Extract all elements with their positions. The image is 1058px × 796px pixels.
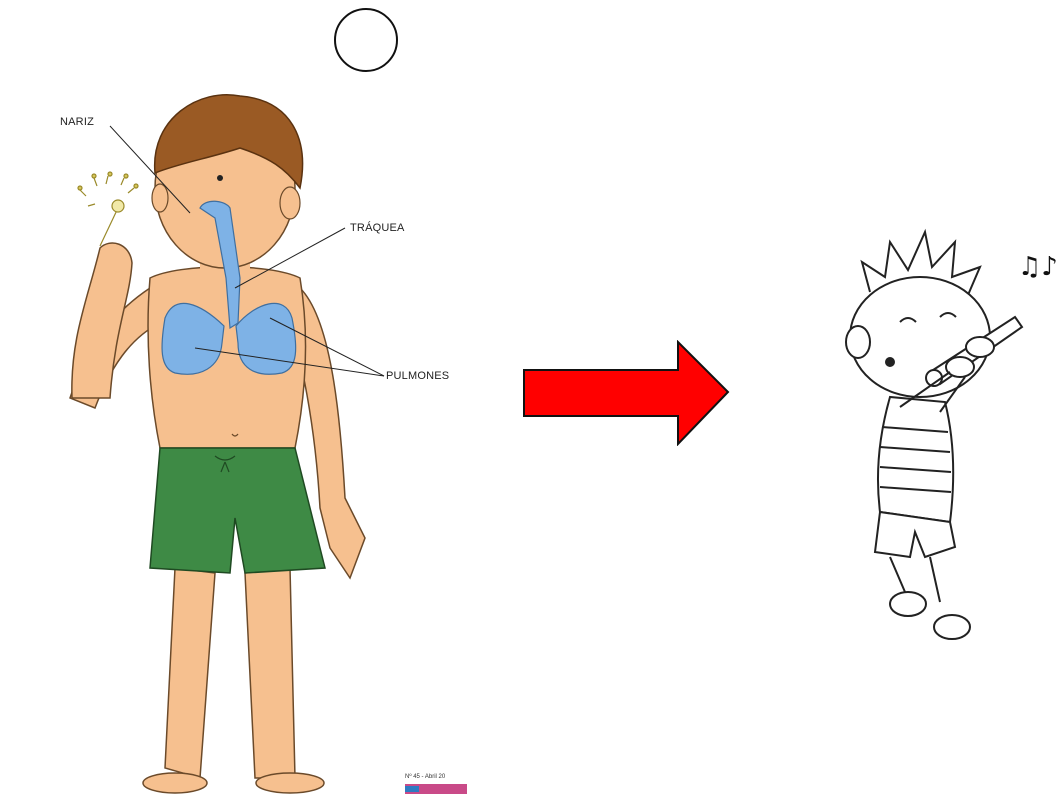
label-lungs: PULMONES — [386, 370, 449, 382]
right-arrow-icon — [520, 340, 732, 446]
boy-playing-flute-illustration: ♫♪ — [830, 222, 1058, 652]
boy-anatomy-drawing — [0, 78, 480, 796]
music-notes-icon: ♫♪ — [1018, 252, 1058, 282]
label-nose: NARIZ — [60, 116, 94, 128]
dandelion-icon — [78, 172, 138, 246]
empty-circle-shape — [334, 8, 398, 72]
respiratory-system-illustration: NARIZ TRÁQUEA PULMONES Nº 45 - Abril 20 — [0, 78, 480, 796]
green-shorts — [150, 448, 325, 573]
label-trachea: TRÁQUEA — [350, 222, 405, 234]
publication-stamp: Nº 45 - Abril 20 — [405, 774, 445, 780]
